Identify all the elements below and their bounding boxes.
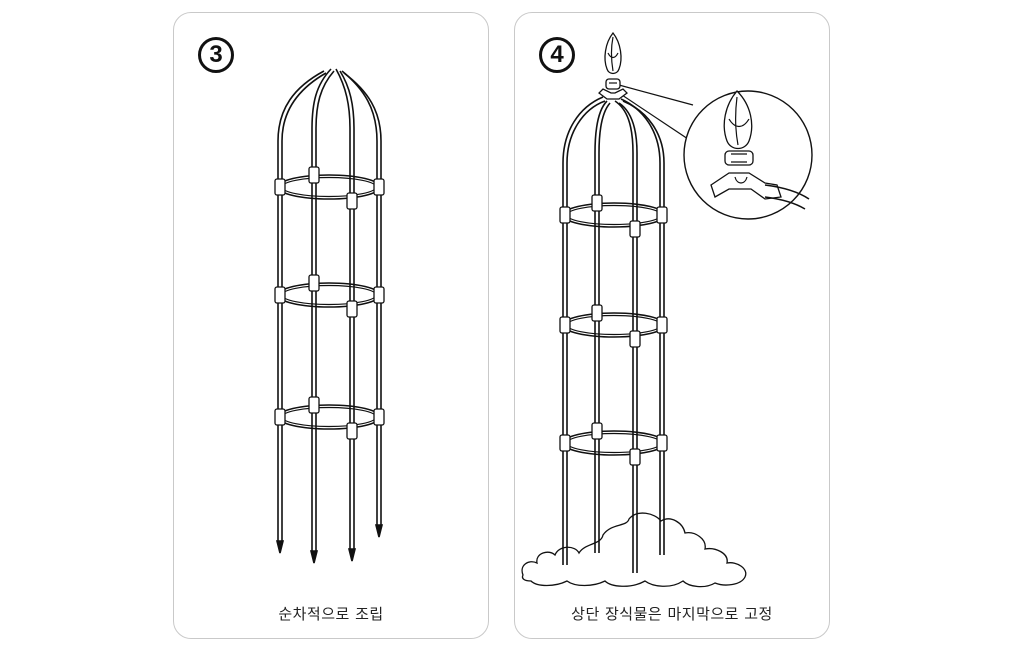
rings <box>562 202 666 456</box>
rings <box>277 174 381 430</box>
top-hub <box>598 78 628 100</box>
finial-detail-callout <box>683 90 813 220</box>
dome-arcs <box>562 96 665 225</box>
soil-mound <box>521 512 747 588</box>
obelisk-trellis-partial-illustration <box>274 68 385 564</box>
finial <box>604 31 622 75</box>
dome-arcs <box>277 68 382 201</box>
step-caption: 상단 장식물은 마지막으로 고정 <box>571 605 773 623</box>
callout-leader-lines <box>618 84 694 142</box>
step-4-panel: 4 <box>514 12 830 639</box>
connector-clips <box>559 194 668 466</box>
connector-clips <box>274 166 385 440</box>
step-3-panel: 3 <box>173 12 489 639</box>
step-number-badge: 4 <box>539 37 575 73</box>
step-number-badge: 3 <box>198 37 234 73</box>
vertical-poles <box>277 173 382 551</box>
vertical-poles <box>562 201 665 573</box>
step-caption: 순차적으로 조립 <box>278 605 384 623</box>
obelisk-trellis-complete-illustration <box>521 31 813 588</box>
pole-tips <box>275 524 384 564</box>
